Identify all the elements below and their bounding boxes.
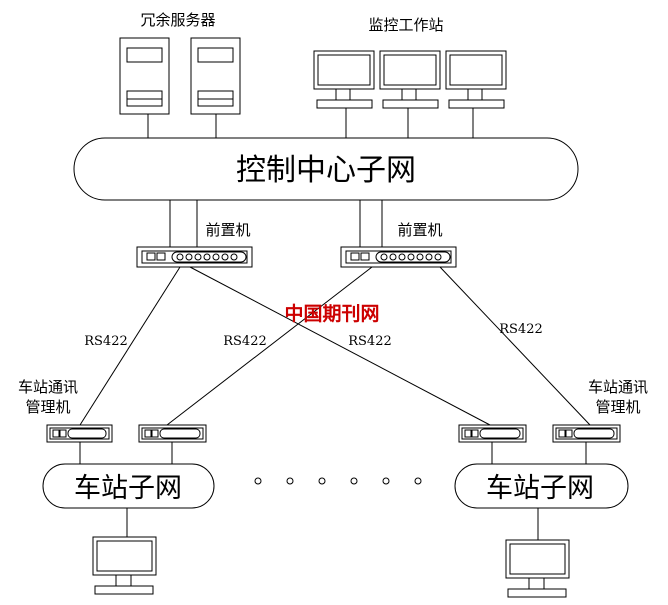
server-right: [190, 37, 241, 115]
workstation-3: [445, 50, 507, 109]
station-manager-left: [46, 424, 113, 443]
station-manager-right: [552, 424, 621, 443]
manager-left-label-line2: 管理机: [25, 398, 70, 416]
ellipsis-dots: [254, 477, 422, 485]
station-subnet-right-label: 车站子网: [486, 473, 594, 504]
fep-right-device: [340, 246, 457, 268]
station-fep-link-left: [138, 424, 207, 443]
rs422-link-3: [166, 266, 373, 426]
rs422-link-1: [79, 266, 181, 426]
manager-right-label-line2: 管理机: [595, 398, 640, 416]
manager-right-label-line1: 车站通讯: [588, 378, 648, 396]
fep-left-device: [136, 246, 253, 268]
fep-left-label: 前置机: [205, 221, 250, 239]
station-terminal-right: [505, 539, 570, 598]
workstations-label: 监控工作站: [368, 16, 443, 34]
workstation-2: [379, 50, 441, 109]
station-subnet-right: [454, 463, 629, 509]
fep-right-label: 前置机: [397, 221, 442, 239]
rs422-label-1: RS422: [84, 334, 128, 349]
servers-label: 冗余服务器: [140, 11, 215, 29]
server-left: [119, 37, 170, 115]
workstation-1: [313, 50, 375, 109]
rs422-label-3: RS422: [348, 334, 392, 349]
watermark: 中国期刊网: [284, 302, 379, 325]
rs422-link-2: [189, 266, 491, 426]
rs422-label-2: RS422: [223, 334, 267, 349]
station-fep-link-right: [458, 424, 527, 443]
manager-left-label-line1: 车站通讯: [18, 378, 78, 396]
station-subnet-left: [42, 463, 215, 509]
station-terminal-left: [92, 536, 157, 595]
control-center-network: [73, 137, 579, 201]
station-subnet-left-label: 车站子网: [74, 473, 182, 504]
rs422-label-4: RS422: [499, 322, 543, 337]
rs422-link-4: [439, 266, 591, 426]
control-center-label: 控制中心子网: [236, 153, 416, 188]
